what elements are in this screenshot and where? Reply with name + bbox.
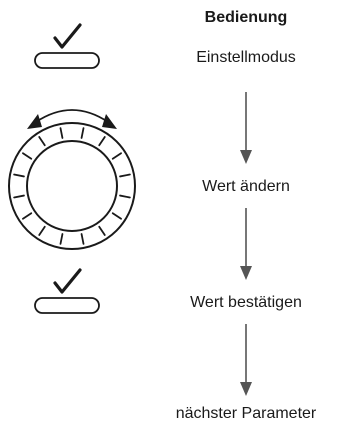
knob-tick <box>13 194 25 199</box>
knob-tick <box>111 152 122 160</box>
diagram-title: Bedienung <box>204 9 288 26</box>
knob-tick <box>59 127 64 139</box>
knob-tick <box>98 225 106 236</box>
knob-tick <box>13 173 25 178</box>
knob-tick <box>111 212 122 220</box>
knob-tick <box>80 127 85 139</box>
flow-arrow-1 <box>240 92 252 164</box>
knob-tick <box>38 225 46 236</box>
knob-tick <box>22 152 33 160</box>
step-wert-aendern: Wert ändern <box>202 178 290 195</box>
flow-arrow-3 <box>240 324 252 396</box>
knob-tick <box>119 173 131 178</box>
step-naechster-parameter: nächster Parameter <box>175 405 317 422</box>
knob-tick <box>98 136 106 147</box>
knob-tick <box>119 194 131 199</box>
knob-tick <box>59 233 64 245</box>
rotary-knob-icon <box>8 109 136 250</box>
flow-arrow-2 <box>240 208 252 280</box>
knob-tick <box>80 233 85 245</box>
confirm-button-icon <box>34 23 100 69</box>
confirm-button-icon <box>34 268 100 314</box>
knob-tick <box>38 136 46 147</box>
step-einstellmodus: Einstellmodus <box>196 49 296 66</box>
knob-tick <box>22 212 33 220</box>
step-wert-bestaetigen: Wert bestätigen <box>190 294 302 311</box>
